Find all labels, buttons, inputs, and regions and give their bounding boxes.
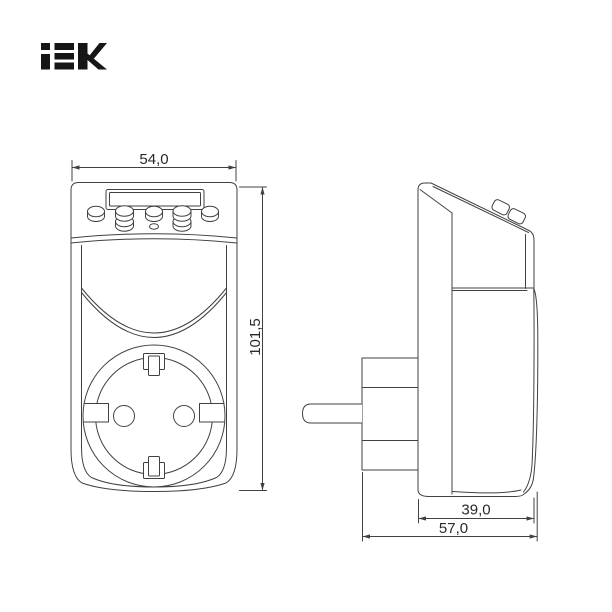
button-5-top — [201, 205, 219, 218]
front-wave-line-1 — [81, 287, 227, 334]
dimension-body-depth — [418, 497, 535, 524]
side-view — [302, 182, 539, 497]
dim-width-arrow-left — [72, 165, 80, 170]
socket — [82, 344, 226, 488]
dimension-height — [239, 186, 267, 491]
dim-overall-depth-arrow-right — [529, 534, 538, 539]
socket-pin-hole-left — [113, 405, 135, 427]
plug-base-outline — [361, 357, 419, 471]
indicator-oval — [149, 223, 159, 230]
button-3-top — [145, 205, 163, 218]
side-front-inner-lower — [523, 288, 535, 493]
side-button-bump-1 — [491, 199, 510, 216]
socket-notch-left — [83, 403, 109, 423]
logo-k-upper-arm — [87, 43, 107, 59]
dim-body-depth-label: 39,0 — [461, 502, 490, 519]
side-body-outline — [417, 182, 539, 497]
display-window-inner — [109, 192, 201, 207]
button-2-upper-top — [115, 205, 134, 217]
side-inner-slope-long — [432, 186, 529, 233]
dim-height-label: 101,5 — [247, 318, 264, 356]
dim-width-arrow-right — [228, 165, 236, 170]
front-ridge-line-1 — [70, 233, 238, 239]
ground-clip-top-tab — [148, 355, 160, 376]
dim-height-arrow-bottom — [260, 483, 265, 491]
socket-pin-hole-right — [173, 405, 195, 427]
front-view — [70, 182, 238, 492]
iek-logo — [41, 43, 107, 70]
logo-e-bar-top — [54, 43, 74, 50]
button-1-top — [87, 205, 105, 218]
dim-body-depth-arrow-right — [526, 516, 534, 521]
logo-i-dot — [41, 43, 50, 50]
socket-notch-left-mask — [84, 404, 108, 422]
dimension-width — [71, 160, 237, 182]
plug-pin — [302, 403, 363, 424]
dim-overall-depth-label: 57,0 — [439, 520, 468, 537]
socket-notch-right — [199, 403, 225, 423]
front-body-outline — [70, 182, 238, 492]
logo-i-bar — [41, 54, 50, 70]
button-4-upper-top — [172, 205, 192, 217]
front-wave-line-2 — [81, 292, 227, 338]
side-button-bump-2 — [507, 208, 526, 225]
logo-e-bar-mid — [54, 53, 74, 60]
front-ridge-line-2 — [70, 238, 238, 244]
dim-height-arrow-top — [260, 187, 265, 195]
dimension-overall-depth — [362, 472, 538, 542]
iek-logo-glyphs — [41, 43, 107, 70]
logo-k-stem — [78, 43, 88, 70]
control-buttons — [87, 205, 219, 232]
dim-overall-depth-arrow-left — [362, 534, 370, 539]
dim-body-depth-arrow-left — [418, 516, 426, 521]
ground-clip-bottom-tab — [148, 456, 160, 477]
socket-notch-right-mask — [200, 404, 224, 422]
socket-outer-circle — [82, 344, 226, 488]
logo-e-bar-bottom — [54, 62, 74, 70]
dim-width-label: 54,0 — [139, 151, 168, 168]
logo-k-lower-arm — [87, 53, 107, 70]
side-inner-slope-short — [419, 189, 453, 214]
side-bottom-inner — [452, 489, 522, 494]
